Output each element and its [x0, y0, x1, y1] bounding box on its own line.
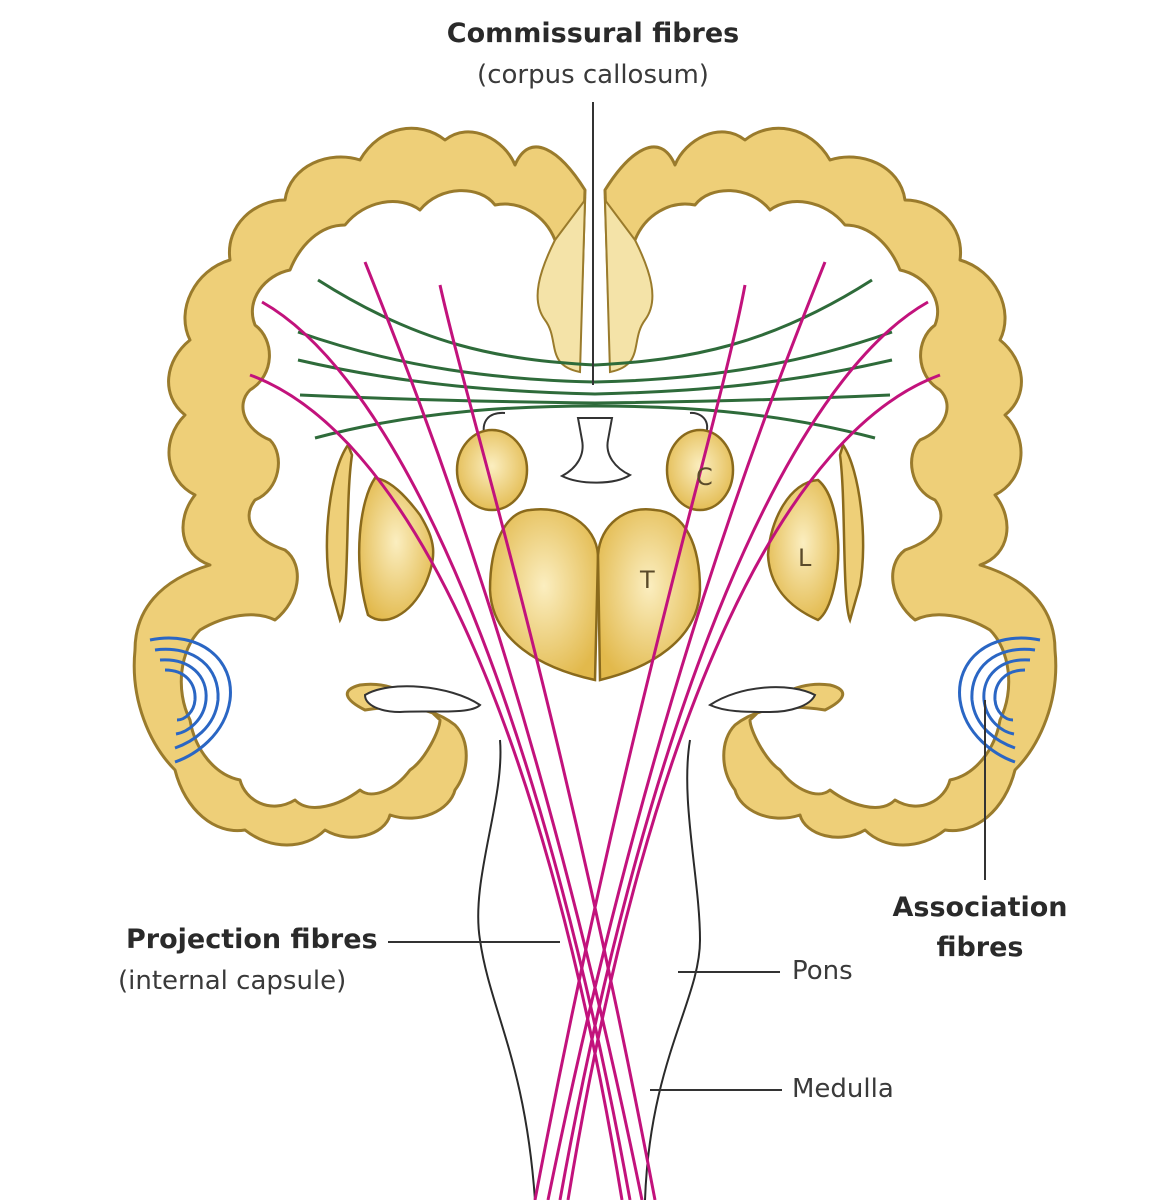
left-thalamus	[488, 507, 600, 682]
association-fibres-label-line1: Association	[892, 892, 1068, 923]
left-temporal-horn	[363, 685, 482, 714]
left-medial-gyrus	[536, 196, 587, 374]
brainstem-outline	[477, 739, 702, 1200]
deep-nuclei	[325, 428, 865, 682]
right-medial-gyrus	[603, 196, 654, 374]
medulla-label: Medulla	[792, 1074, 894, 1104]
left-caudate-nucleus	[455, 428, 529, 512]
association-fibres-right	[958, 636, 1041, 764]
corpus-callosum-label: (corpus callosum)	[477, 60, 709, 90]
left-claustrum	[325, 442, 354, 624]
projection-fibres	[249, 261, 941, 1200]
association-fibres-left	[149, 636, 232, 764]
projection-fibres-label: Projection fibres	[126, 924, 378, 955]
leader-lines	[388, 102, 986, 1091]
right-hemisphere-cortex	[603, 126, 1058, 847]
lentiform-letter: L	[798, 544, 812, 572]
thalamus-letter: T	[639, 566, 655, 594]
commissural-fibres-label: Commissural fibres	[446, 18, 740, 49]
commissural-fibres	[297, 278, 893, 440]
association-fibres-label-line2: fibres	[936, 932, 1024, 963]
right-temporal-horn	[707, 686, 817, 714]
pons-label: Pons	[792, 956, 853, 986]
right-claustrum	[838, 442, 865, 624]
caudate-letter: C	[696, 463, 713, 491]
left-lentiform-nucleus	[357, 476, 435, 622]
left-hemisphere-cortex	[132, 126, 587, 847]
internal-capsule-label: (internal capsule)	[118, 966, 347, 996]
third-ventricle	[559, 417, 633, 484]
right-thalamus	[596, 507, 702, 682]
